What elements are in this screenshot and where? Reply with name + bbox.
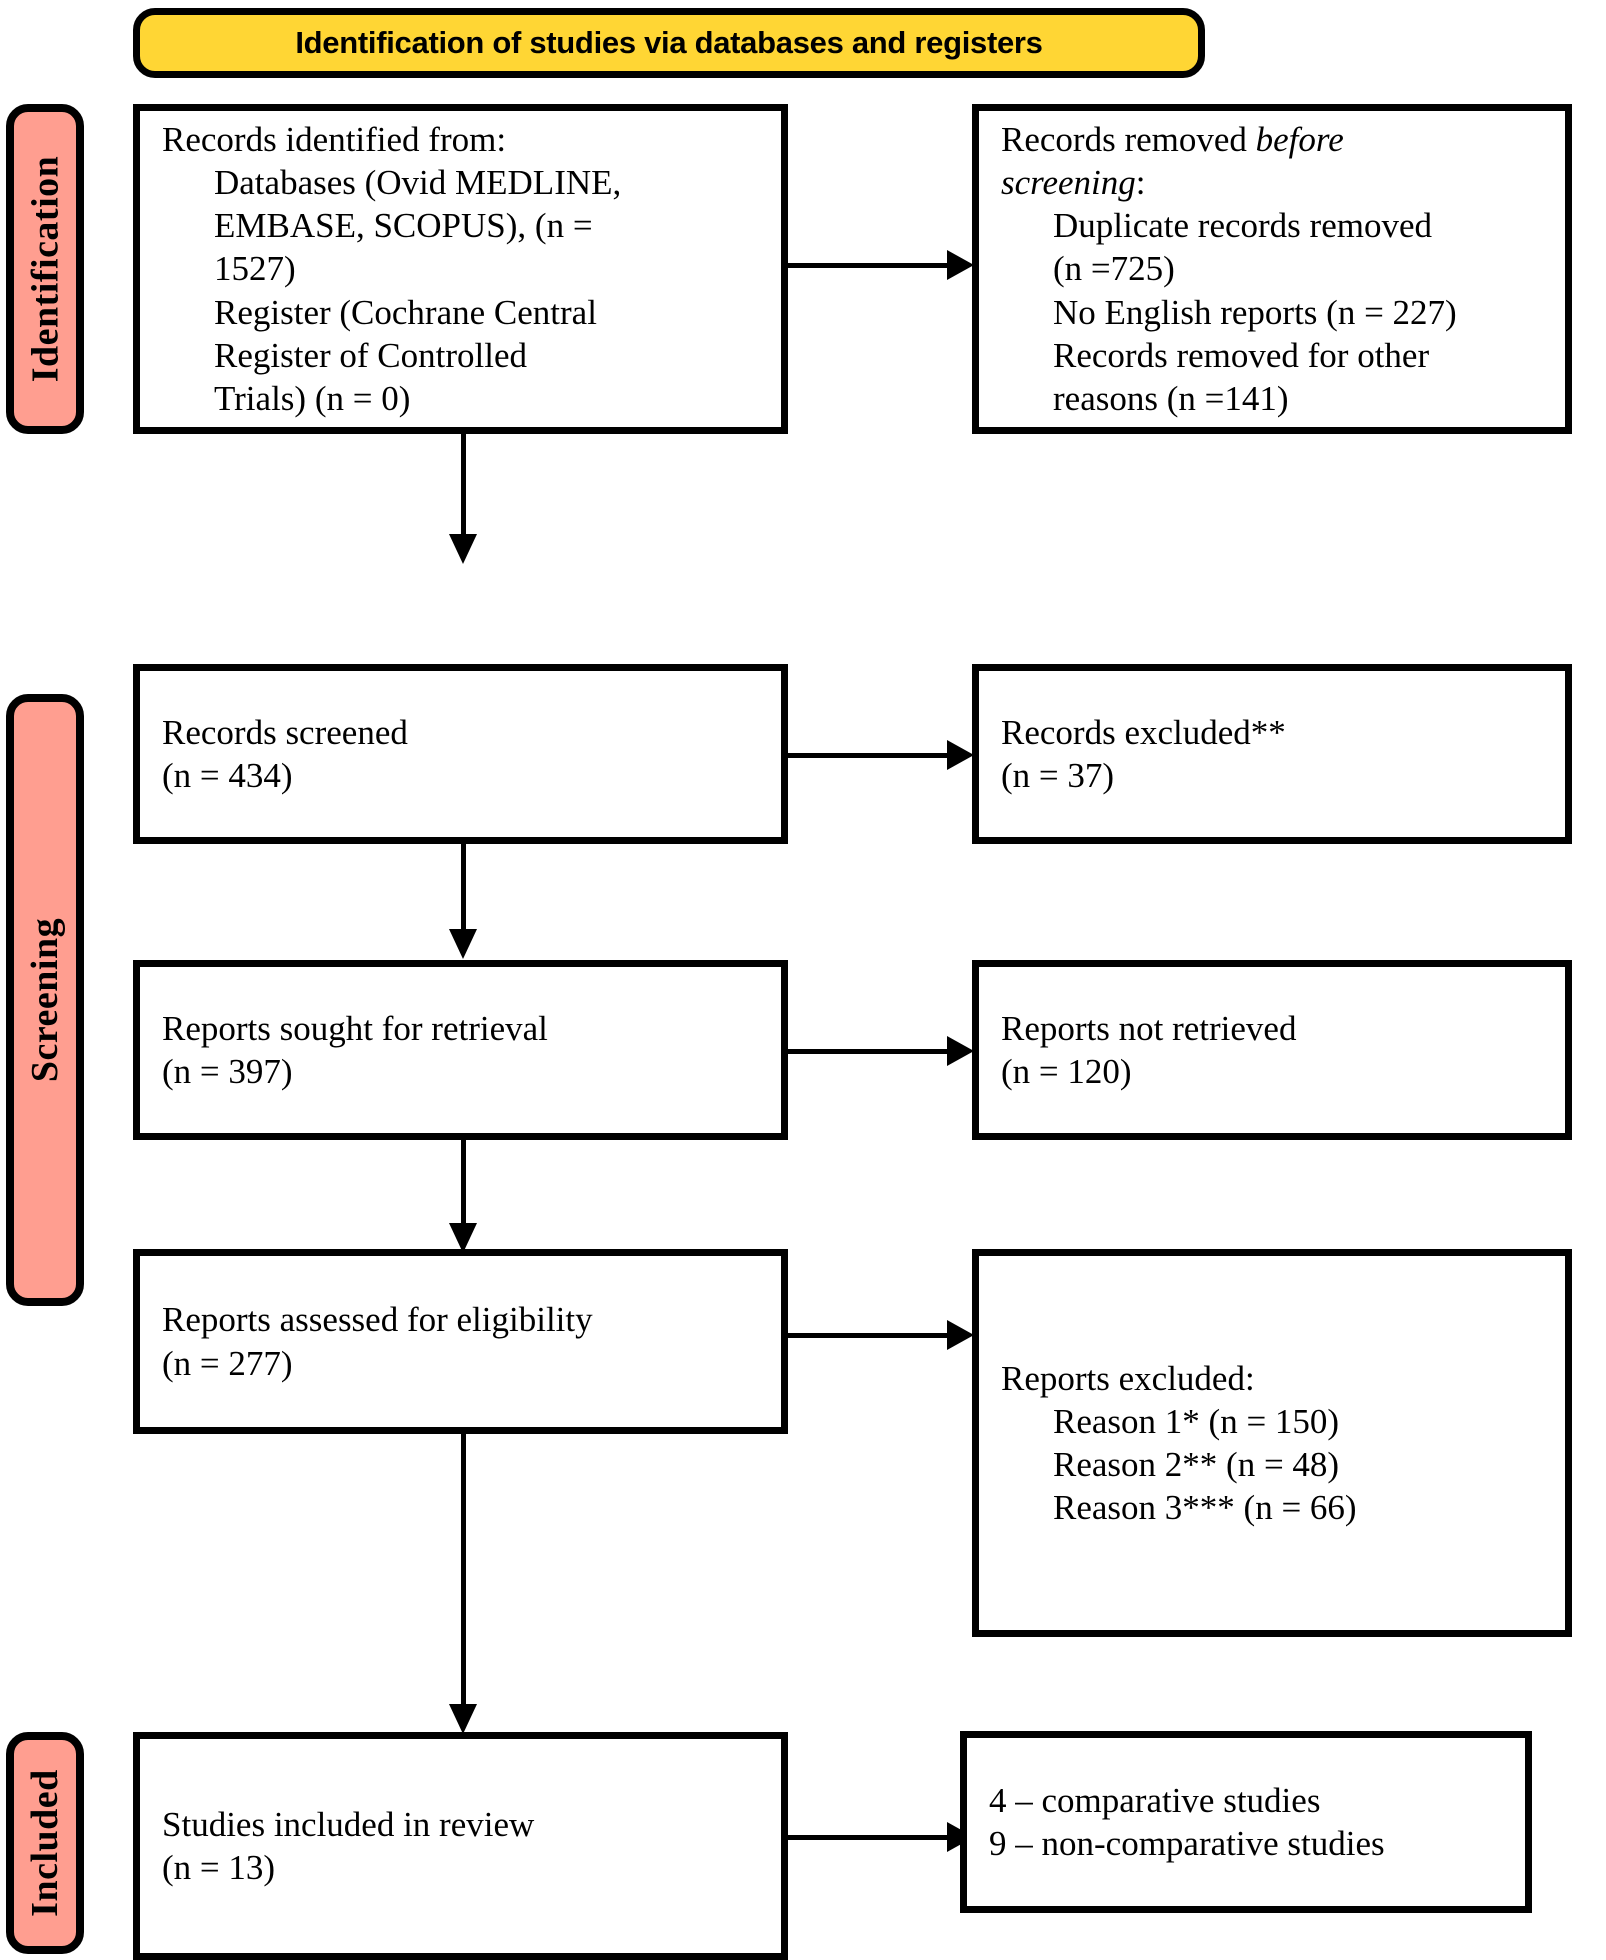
box-reports-sought: Reports sought for retrieval (n = 397) (133, 960, 788, 1140)
records-removed-line-6: Records removed for other (1053, 335, 1430, 375)
arrow-shaft (461, 844, 466, 929)
box-studies-breakdown: 4 – comparative studies 9 – non-comparat… (960, 1731, 1532, 1913)
studies-breakdown-line-2: 9 – non-comparative studies (989, 1824, 1385, 1863)
box-studies-included: Studies included in review (n = 13) (133, 1732, 788, 1960)
arrow-shaft (788, 1049, 947, 1054)
box-records-identified: Records identified from: Databases (Ovid… (133, 104, 788, 434)
box-records-screened-content: Records screened (n = 434) (140, 711, 781, 797)
records-identified-line-3: 1527) (214, 249, 296, 289)
box-records-screened: Records screened (n = 434) (133, 664, 788, 844)
records-removed-before-emphasis: before (1255, 119, 1344, 159)
reports-excluded-line-1: Reports excluded: (1001, 1358, 1255, 1398)
records-removed-line-7: reasons (n =141) (1053, 379, 1289, 419)
box-records-excluded: Records excluded** (n = 37) (972, 664, 1572, 844)
arrow-shaft (461, 1140, 466, 1223)
arrow-shaft (788, 1333, 947, 1338)
arrow-shaft (788, 753, 947, 758)
reports-excluded-reason-1: Reason 1* (n = 150) (1053, 1401, 1340, 1441)
records-removed-screening-emphasis: screening (1001, 162, 1136, 202)
records-identified-line-4: Register (Cochrane Central (214, 292, 597, 332)
records-removed-line-4: (n =725) (1053, 249, 1175, 289)
studies-breakdown-line-1: 4 – comparative studies (989, 1780, 1321, 1820)
box-reports-excluded-content: Reports excluded: Reason 1* (n = 150) Re… (979, 1357, 1565, 1530)
records-removed-line-1: Records removed before (1001, 118, 1551, 161)
records-removed-line-5: No English reports (n = 227) (1053, 292, 1457, 332)
studies-included-line-1: Studies included in review (162, 1804, 535, 1844)
records-removed-colon: : (1135, 162, 1146, 202)
records-screened-line-2: (n = 434) (162, 756, 293, 795)
arrow-screened-to-sought (448, 844, 478, 959)
stage-label-identification: Identification (6, 104, 84, 434)
records-identified-line-6: Trials) (n = 0) (214, 379, 411, 419)
arrow-head (449, 1223, 477, 1253)
arrow-identified-to-screened (448, 434, 478, 564)
arrow-head (449, 534, 477, 564)
reports-not-retrieved-line-2: (n = 120) (1001, 1052, 1132, 1091)
reports-not-retrieved-line-1: Reports not retrieved (1001, 1008, 1297, 1048)
arrow-sought-to-not-retrieved (788, 1036, 974, 1066)
box-records-identified-content: Records identified from: Databases (Ovid… (140, 118, 781, 421)
arrow-head (947, 250, 974, 280)
records-identified-line-5: Register of Controlled (214, 335, 528, 375)
arrow-head (947, 740, 974, 770)
box-reports-assessed: Reports assessed for eligibility (n = 27… (133, 1249, 788, 1434)
box-reports-not-retrieved: Reports not retrieved (n = 120) (972, 960, 1572, 1140)
records-excluded-line-1: Records excluded** (1001, 712, 1286, 752)
stage-label-screening-text: Screening (24, 917, 66, 1083)
box-reports-sought-content: Reports sought for retrieval (n = 397) (140, 1007, 781, 1093)
arrow-sought-to-assessed (448, 1140, 478, 1253)
stage-label-included: Included (6, 1732, 84, 1954)
records-identified-line-1: Records identified from: (162, 119, 507, 159)
box-studies-included-content: Studies included in review (n = 13) (140, 1803, 781, 1889)
box-reports-assessed-content: Reports assessed for eligibility (n = 27… (140, 1298, 781, 1384)
reports-sought-line-1: Reports sought for retrieval (162, 1008, 548, 1048)
records-removed-line-2: screening: (1001, 161, 1551, 204)
arrow-shaft (461, 434, 466, 534)
box-records-excluded-content: Records excluded** (n = 37) (979, 711, 1565, 797)
arrow-assessed-to-reports-excluded (788, 1320, 974, 1350)
arrow-included-to-breakdown (788, 1822, 974, 1852)
box-studies-breakdown-content: 4 – comparative studies 9 – non-comparat… (967, 1779, 1525, 1865)
banner-identification-header: Identification of studies via databases … (133, 8, 1205, 78)
arrow-head (449, 1704, 477, 1734)
arrow-head (449, 929, 477, 959)
records-excluded-line-2: (n = 37) (1001, 756, 1115, 795)
stage-label-included-text: Included (24, 1769, 66, 1917)
reports-assessed-line-1: Reports assessed for eligibility (162, 1300, 593, 1340)
records-screened-line-1: Records screened (162, 712, 408, 752)
arrow-shaft (788, 1835, 947, 1840)
reports-excluded-reason-2: Reason 2** (n = 48) (1053, 1445, 1340, 1484)
box-reports-not-retrieved-content: Reports not retrieved (n = 120) (979, 1007, 1565, 1093)
records-removed-line-3: Duplicate records removed (1053, 206, 1433, 246)
box-reports-excluded: Reports excluded: Reason 1* (n = 150) Re… (972, 1249, 1572, 1637)
studies-included-line-2: (n = 13) (162, 1848, 276, 1887)
reports-sought-line-2: (n = 397) (162, 1052, 293, 1091)
arrow-assessed-to-included (448, 1434, 478, 1734)
arrow-shaft (788, 263, 947, 268)
reports-assessed-line-2: (n = 277) (162, 1343, 293, 1383)
records-identified-line-2: Databases (Ovid MEDLINE, EMBASE, SCOPUS)… (214, 162, 631, 246)
arrow-identified-to-removed (788, 250, 974, 280)
records-removed-line-1a: Records removed (1001, 119, 1256, 159)
arrow-screened-to-excluded (788, 740, 974, 770)
box-records-removed-content: Records removed before screening: Duplic… (979, 118, 1565, 421)
stage-label-screening: Screening (6, 694, 84, 1306)
stage-label-identification-text: Identification (24, 155, 66, 383)
reports-excluded-reason-3: Reason 3*** (n = 66) (1053, 1488, 1357, 1528)
arrow-head (947, 1036, 974, 1066)
arrow-shaft (461, 1434, 466, 1704)
box-records-removed: Records removed before screening: Duplic… (972, 104, 1572, 434)
arrow-head (947, 1320, 974, 1350)
banner-title: Identification of studies via databases … (295, 25, 1043, 60)
